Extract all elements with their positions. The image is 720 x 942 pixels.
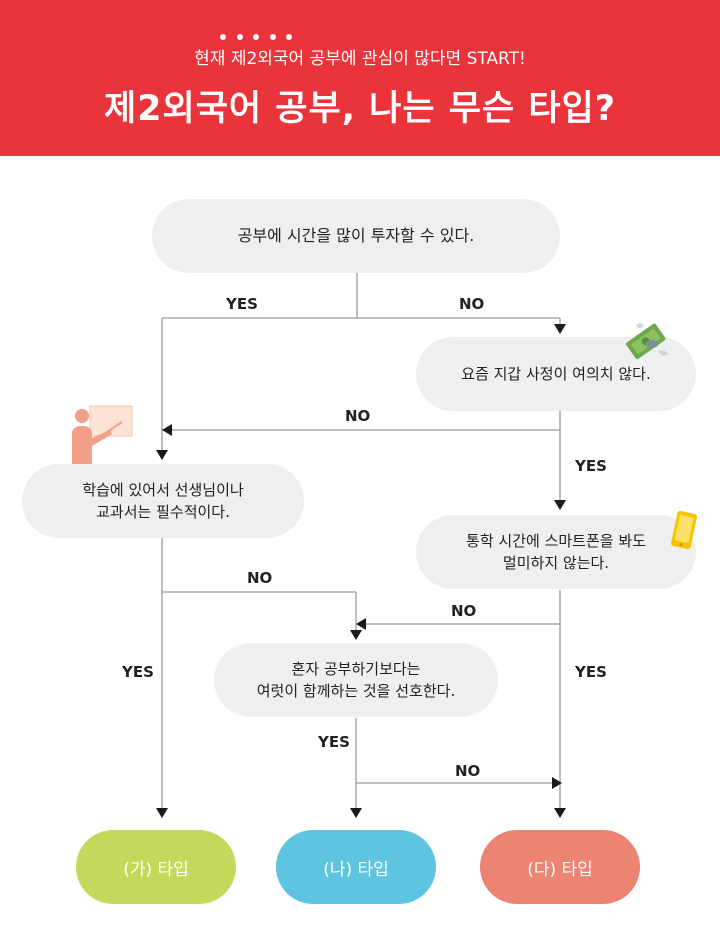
- question-text: 요즘 지갑 사정이 여의치 않다.: [461, 365, 651, 383]
- header-title: 제2외국어 공부, 나는 무슨 타입?: [103, 89, 617, 129]
- label-q4-no: NO: [451, 602, 477, 620]
- label-q2-no: NO: [345, 407, 371, 425]
- label-q3-yes: YES: [122, 663, 154, 681]
- result-ga-type: (가) 타입: [76, 830, 236, 904]
- question-text-line1: 혼자 공부하기보다는: [291, 660, 421, 678]
- smartphone-icon: [671, 510, 697, 550]
- result-da-type: (다) 타입: [480, 830, 640, 904]
- label-q5-no: NO: [455, 762, 481, 780]
- result-label: (가) 타입: [123, 859, 189, 880]
- result-na-type: (나) 타입: [276, 830, 436, 904]
- question-text-line2: 멀미하지 않는다.: [502, 554, 610, 572]
- question-text-line2: 여럿이 함께하는 것을 선호한다.: [256, 682, 456, 700]
- question-text: 공부에 시간을 많이 투자할 수 있다.: [237, 226, 475, 245]
- question-text-line1: 통학 시간에 스마트폰을 봐도: [466, 532, 646, 550]
- question-study-together: 혼자 공부하기보다는 여럿이 함께하는 것을 선호한다.: [214, 643, 498, 717]
- label-q4-yes: YES: [575, 663, 607, 681]
- label-q2-yes: YES: [575, 457, 607, 475]
- question-smartphone-commute: 통학 시간에 스마트폰을 봐도 멀미하지 않는다.: [416, 515, 696, 589]
- label-q5-yes: YES: [318, 733, 350, 751]
- dots-icon: [220, 34, 292, 40]
- question-text-line2: 교과서는 필수적이다.: [96, 503, 230, 521]
- header-banner: 현재 제2외국어 공부에 관심이 많다면 START! 제2외국어 공부, 나는…: [0, 0, 720, 156]
- question-text-line1: 학습에 있어서 선생님이나: [82, 481, 244, 499]
- label-q1-yes: YES: [226, 295, 258, 313]
- question-teacher-textbook: 학습에 있어서 선생님이나 교과서는 필수적이다.: [22, 464, 304, 538]
- result-label: (다) 타입: [527, 859, 593, 880]
- label-q1-no: NO: [459, 295, 485, 313]
- label-q3-no: NO: [247, 569, 273, 587]
- header-subtitle: 현재 제2외국어 공부에 관심이 많다면 START!: [194, 49, 526, 69]
- question-time-investment: 공부에 시간을 많이 투자할 수 있다.: [152, 199, 560, 273]
- money-icon: [626, 323, 668, 360]
- result-label: (나) 타입: [323, 859, 389, 880]
- teacher-icon: [72, 405, 133, 464]
